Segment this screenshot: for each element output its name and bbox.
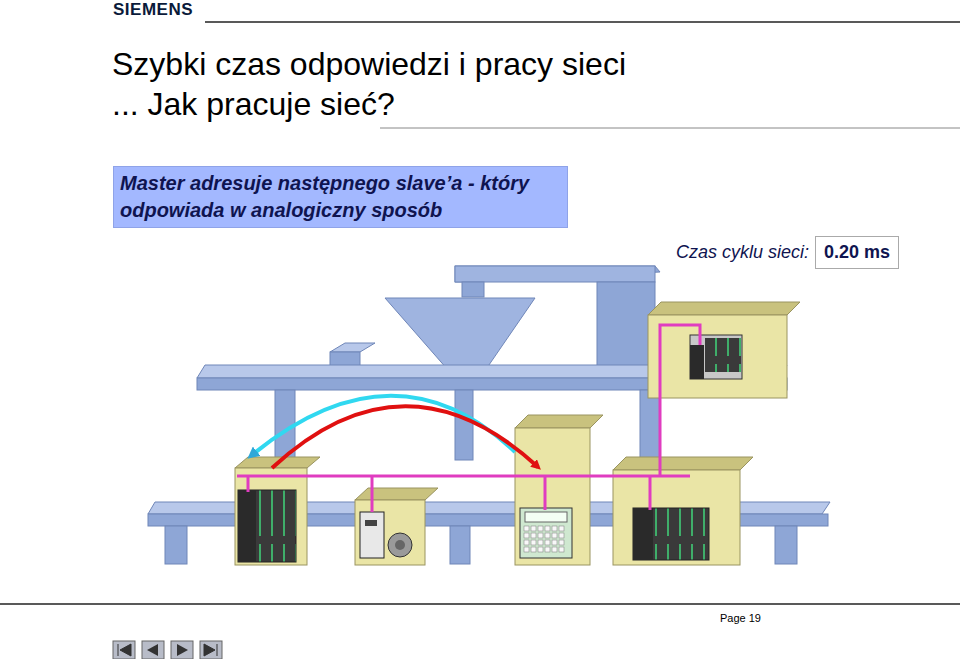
cycle-label: Czas cyklu sieci: (676, 242, 809, 263)
navigation-buttons (113, 641, 222, 659)
cycle-value: 0.20 ms (815, 236, 899, 269)
request-response-arrows (252, 396, 538, 468)
cabinets (235, 302, 800, 565)
header-rules (0, 22, 960, 604)
caption-text: Master adresuje następnego slave’a - któ… (120, 170, 561, 224)
cycle-time: Czas cyklu sieci: 0.20 ms (676, 236, 899, 269)
devices (238, 335, 742, 562)
caption-box: Master adresuje następnego slave’a - któ… (113, 166, 568, 228)
machine-frame (148, 266, 830, 564)
page-number: Page 19 (720, 612, 761, 624)
profibus-wire (237, 325, 700, 512)
company-logo: SIEMENS (113, 0, 193, 20)
slide-title: Szybki czas odpowiedzi i pracy sieci ...… (112, 44, 632, 124)
